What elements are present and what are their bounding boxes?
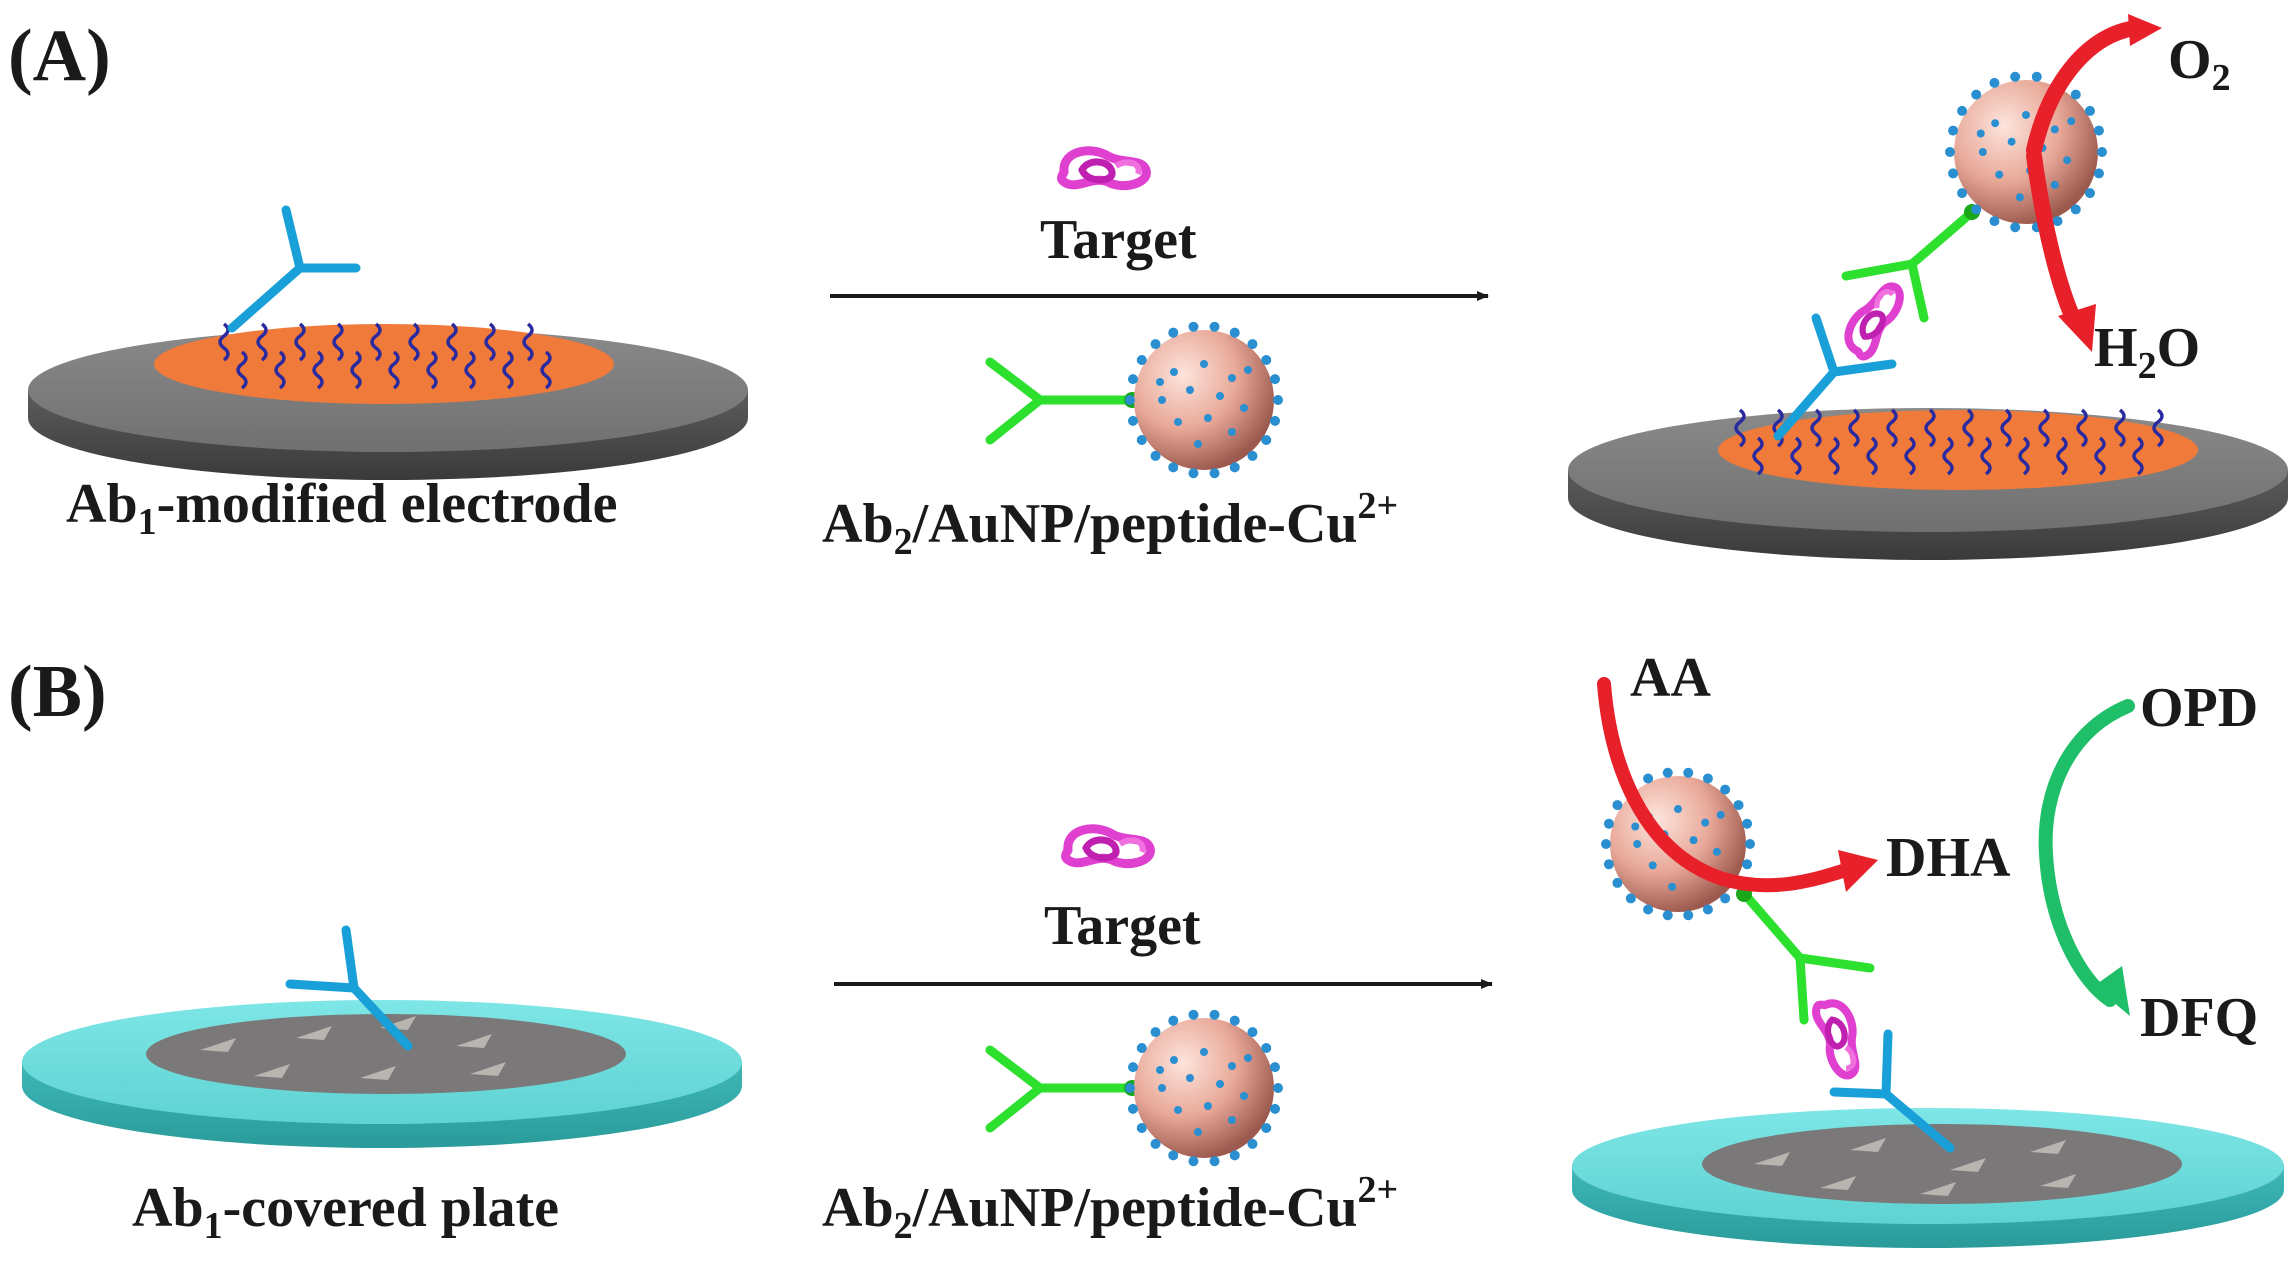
microplate-right	[1572, 677, 2284, 1248]
oxygen-arrow	[2026, 20, 2144, 158]
target-protein-b	[1066, 829, 1151, 864]
aa-to-dha-arrow	[1597, 677, 1853, 893]
detection-antibody-bound-b	[1743, 893, 1875, 1025]
plate-caption: Ab1-covered plate	[132, 1177, 559, 1247]
detection-conjugate	[985, 321, 1283, 479]
electrode-left	[28, 205, 748, 480]
microplate-left	[22, 925, 742, 1148]
target-label: Target	[1040, 209, 1197, 271]
well-markers	[200, 1016, 506, 1080]
reagent-caption-b: Ab2/AuNP/peptide-Cu2+	[822, 1169, 1398, 1247]
detection-antibody-bound	[1841, 209, 1975, 323]
capture-antibody	[227, 205, 361, 333]
product-dfq: DFQ	[2140, 987, 2258, 1049]
product-h2o: H2O	[2094, 317, 2200, 387]
target-protein	[1062, 151, 1147, 186]
target-label-b: Target	[1044, 895, 1201, 957]
detection-conjugate-b	[985, 1009, 1283, 1167]
water-arrow	[2026, 148, 2082, 328]
gold-nanoparticle	[1134, 330, 1274, 470]
panel-b: (B) Ab1-covered plate Target	[8, 647, 2284, 1248]
capture-antibody-plate	[285, 925, 413, 1051]
electrode-surface	[154, 324, 614, 404]
substrate-aa: AA	[1630, 647, 1711, 709]
capture-antibody-right	[1773, 313, 1897, 441]
target-protein-bound	[1840, 278, 1905, 360]
peptide-chains	[218, 322, 552, 390]
product-o2: O2	[2168, 29, 2231, 99]
cu-peptide-dots	[1125, 321, 1283, 479]
electrode-caption: Ab1-modified electrode	[66, 473, 617, 543]
capture-antibody-plate-right	[1829, 1029, 1955, 1153]
substrate-opd: OPD	[2140, 677, 2258, 739]
panel-b-label: (B)	[8, 651, 107, 733]
panel-a-label: (A)	[8, 15, 111, 97]
gold-nanoparticle-bound	[1954, 80, 2098, 224]
cu-peptide-dots-bound	[1945, 71, 2107, 233]
electrode-right	[1568, 14, 2288, 560]
panel-a: (A) Ab1-modified electrode Target	[8, 14, 2288, 563]
target-protein-bound-b	[1813, 996, 1869, 1078]
opd-to-dfq-arrow	[2038, 699, 2135, 1007]
product-dha: DHA	[1886, 827, 2011, 889]
reagent-caption: Ab2/AuNP/peptide-Cu2+	[822, 485, 1398, 563]
peptide-chains-right	[1734, 408, 2164, 476]
